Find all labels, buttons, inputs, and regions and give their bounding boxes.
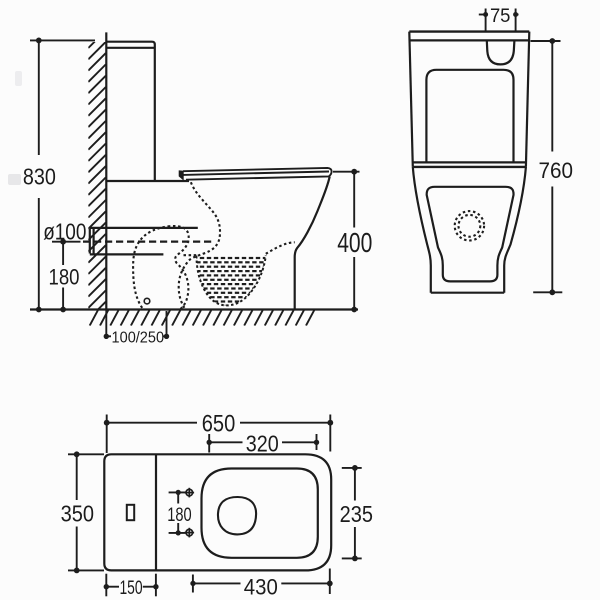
svg-text:180: 180 (49, 264, 80, 289)
svg-text:235: 235 (340, 501, 373, 527)
svg-text:100/250: 100/250 (112, 329, 165, 346)
svg-text:650: 650 (202, 411, 236, 438)
svg-text:830: 830 (23, 164, 56, 190)
svg-text:180: 180 (167, 504, 191, 526)
svg-text:ø100: ø100 (43, 219, 86, 245)
svg-text:75: 75 (490, 5, 511, 27)
svg-text:430: 430 (244, 574, 278, 599)
svg-text:760: 760 (539, 158, 574, 183)
svg-text:320: 320 (246, 430, 279, 456)
svg-text:350: 350 (61, 500, 94, 526)
svg-text:150: 150 (119, 578, 142, 599)
svg-text:400: 400 (337, 227, 372, 258)
